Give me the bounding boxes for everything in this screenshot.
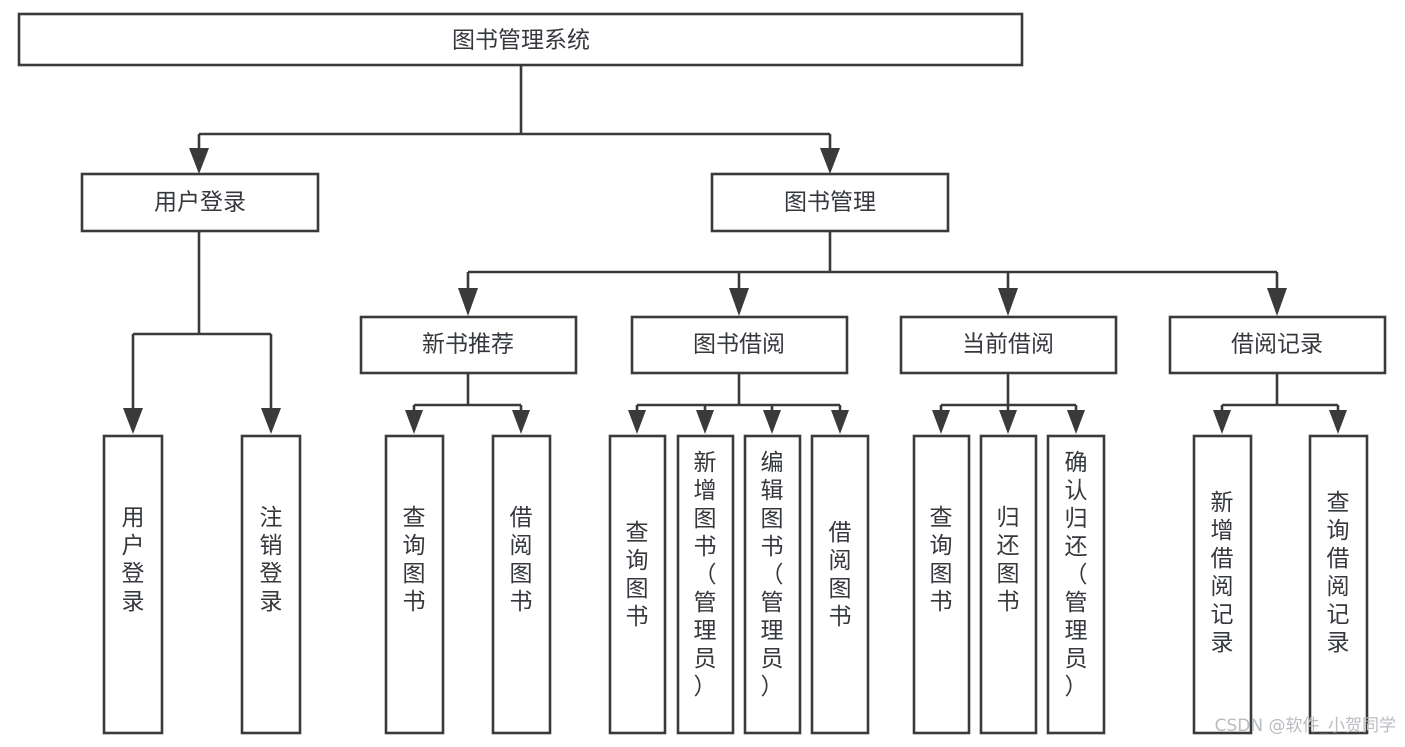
node-user-login-box — [80, 172, 320, 233]
leaf-new-book-1-box — [384, 434, 445, 735]
leaf-new-book-2-box — [491, 434, 552, 735]
node-book-borrow-label: 图书借阅 — [693, 332, 785, 358]
arrow-user-login-leaf-2 — [261, 408, 281, 434]
node-book-management-box — [710, 172, 950, 233]
node-root-label: 图书管理系统 — [452, 28, 590, 54]
arrow-root-to-book-manage — [820, 148, 840, 174]
leaf-current-borrow-2-label: 归还图书 — [997, 505, 1020, 615]
arrow-user-login-leaf-1 — [123, 408, 143, 434]
leaf-book-borrow-3[interactable]: 编辑图书（管理员） — [743, 434, 802, 735]
leaf-book-borrow-4-box — [810, 434, 870, 735]
node-user-login[interactable]: 用户登录 — [80, 172, 320, 233]
leaf-book-borrow-4-label: 借阅图书 — [829, 520, 852, 630]
leaf-book-borrow-2[interactable]: 新增图书（管理员） — [676, 434, 735, 735]
leaf-current-borrow-1-label: 查询图书 — [930, 505, 953, 615]
node-root-box — [17, 12, 1024, 67]
leaf-current-borrow-2-box — [979, 434, 1038, 735]
leaf-book-borrow-2-box — [676, 434, 735, 735]
node-new-book-recommend[interactable]: 新书推荐 — [359, 315, 578, 375]
arrow-to-new-book-recommend — [458, 288, 478, 316]
node-book-management-label: 图书管理 — [784, 190, 876, 216]
arrow-book-borrow-leaf-2 — [696, 410, 714, 434]
node-current-borrow-label: 当前借阅 — [962, 332, 1054, 358]
leaf-borrow-record-2[interactable]: 查询借阅记录 — [1308, 434, 1369, 735]
arrow-current-borrow-leaf-3 — [1067, 410, 1085, 434]
node-borrow-record-label: 借阅记录 — [1231, 332, 1323, 358]
leaf-user-login-2-box — [240, 434, 302, 735]
leaf-new-book-1-label: 查询图书 — [403, 505, 426, 615]
leaf-book-borrow-1[interactable]: 查询图书 — [608, 434, 667, 735]
leaf-borrow-record-1[interactable]: 新增借阅记录 — [1192, 434, 1253, 735]
arrow-new-book-leaf-2 — [512, 410, 530, 434]
arrow-borrow-record-leaf-1 — [1213, 410, 1231, 434]
arrow-borrow-record-leaf-2 — [1329, 410, 1347, 434]
node-current-borrow[interactable]: 当前借阅 — [899, 315, 1118, 375]
leaf-book-borrow-2-label: 新增图书（管理员） — [694, 450, 717, 700]
leaf-current-borrow-1-box — [912, 434, 971, 735]
leaf-user-login-2-label: 注销登录 — [260, 505, 283, 615]
leaf-current-borrow-3-label: 确认归还（管理员） — [1065, 450, 1088, 700]
node-new-book-recommend-box — [359, 315, 578, 375]
arrow-current-borrow-leaf-2 — [999, 410, 1017, 434]
leaf-user-login-1[interactable]: 用户登录 — [102, 434, 164, 735]
leaf-current-borrow-2[interactable]: 归还图书 — [979, 434, 1038, 735]
node-user-login-label: 用户登录 — [154, 190, 246, 216]
leaf-user-login-2[interactable]: 注销登录 — [240, 434, 302, 735]
arrow-book-borrow-leaf-1 — [628, 410, 646, 434]
leaf-user-login-1-box — [102, 434, 164, 735]
arrow-root-to-user-login — [189, 148, 209, 174]
leaf-borrow-record-2-box — [1308, 434, 1369, 735]
arrow-new-book-leaf-1 — [405, 410, 423, 434]
leaf-borrow-record-1-label: 新增借阅记录 — [1211, 490, 1234, 656]
leaf-book-borrow-3-box — [743, 434, 802, 735]
leaf-borrow-record-1-box — [1192, 434, 1253, 735]
leaf-current-borrow-3[interactable]: 确认归还（管理员） — [1046, 434, 1106, 735]
node-book-borrow[interactable]: 图书借阅 — [630, 315, 849, 375]
leaf-borrow-record-2-label: 查询借阅记录 — [1327, 490, 1350, 656]
node-borrow-record[interactable]: 借阅记录 — [1168, 315, 1387, 375]
connectors-layer — [123, 65, 1347, 434]
leaf-current-borrow-3-box — [1046, 434, 1106, 735]
node-book-borrow-box — [630, 315, 849, 375]
leaf-book-borrow-1-label: 查询图书 — [626, 520, 649, 630]
leaf-new-book-2[interactable]: 借阅图书 — [491, 434, 552, 735]
arrow-to-book-borrow — [729, 288, 749, 316]
node-new-book-recommend-label: 新书推荐 — [422, 332, 514, 358]
arrow-book-borrow-leaf-4 — [831, 410, 849, 434]
leaf-book-borrow-1-box — [608, 434, 667, 735]
node-book-management[interactable]: 图书管理 — [710, 172, 950, 233]
leaf-new-book-2-label: 借阅图书 — [510, 505, 533, 615]
leaf-book-borrow-4[interactable]: 借阅图书 — [810, 434, 870, 735]
leaf-book-borrow-3-label: 编辑图书（管理员） — [761, 450, 784, 700]
leaf-user-login-1-label: 用户登录 — [122, 505, 145, 615]
arrow-book-borrow-leaf-3 — [763, 410, 781, 434]
arrow-to-borrow-record — [1267, 288, 1287, 316]
node-current-borrow-box — [899, 315, 1118, 375]
leaf-new-book-1[interactable]: 查询图书 — [384, 434, 445, 735]
node-root-library-system[interactable]: 图书管理系统 — [17, 12, 1024, 67]
csdn-watermark: CSDN @软件_小贺同学 — [1215, 716, 1396, 736]
node-borrow-record-box — [1168, 315, 1387, 375]
leaf-current-borrow-1[interactable]: 查询图书 — [912, 434, 971, 735]
arrow-current-borrow-leaf-1 — [932, 410, 950, 434]
arrow-to-current-borrow — [998, 288, 1018, 316]
